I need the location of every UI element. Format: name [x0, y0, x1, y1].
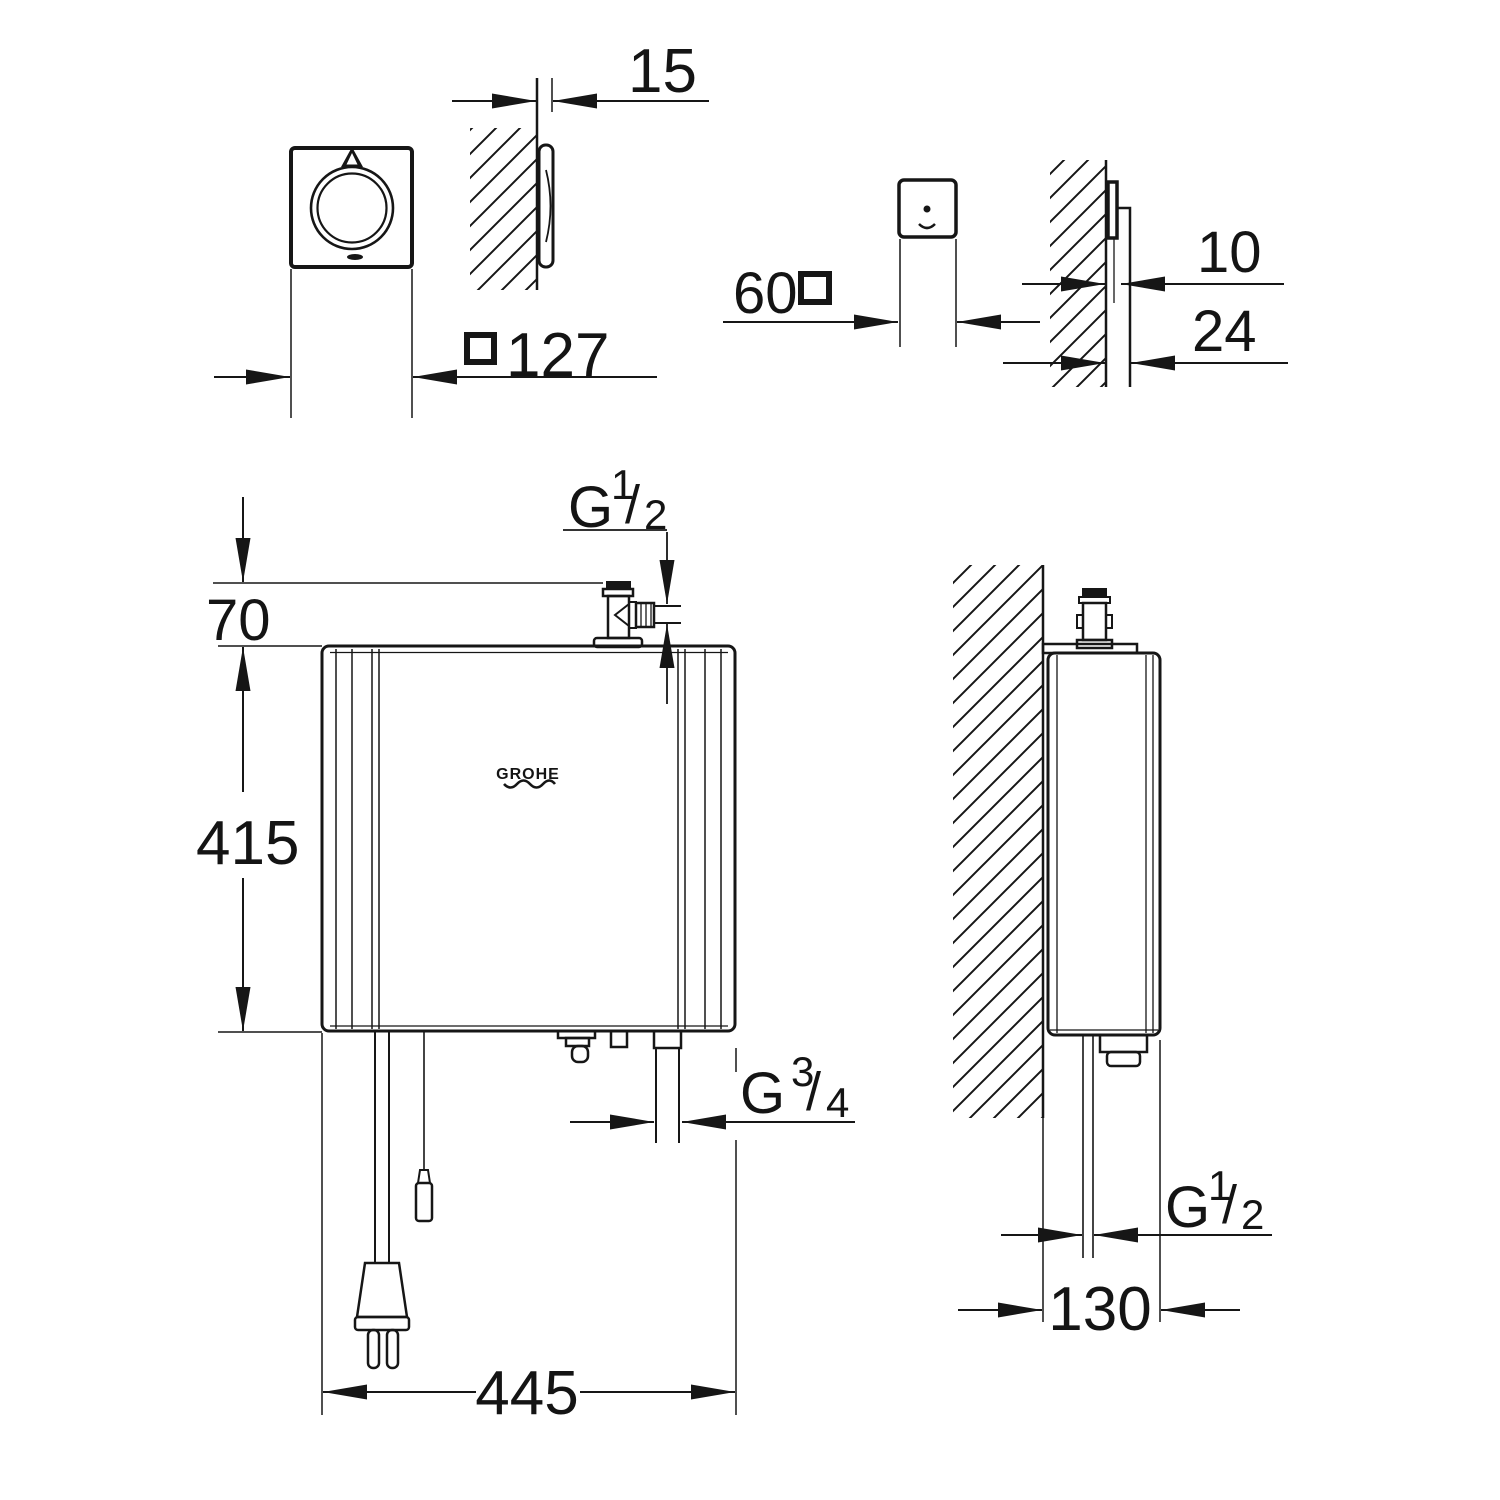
square-dimension-icon — [464, 332, 497, 365]
drain-valve-tip — [570, 1044, 590, 1064]
dim-label-60: 60 — [733, 261, 798, 326]
valve-base-flange — [1075, 638, 1114, 650]
control-plate-side-view: 15 — [452, 37, 709, 290]
plug-collar — [353, 1315, 411, 1332]
dim-label-10: 10 — [1197, 220, 1262, 285]
brand-logo: GROHE — [496, 766, 560, 789]
control-plate-front-view: 127 — [214, 146, 657, 418]
plate-bottom-mark — [347, 254, 363, 260]
heater-body-profile — [1046, 651, 1162, 1037]
thread-slash: / — [806, 1062, 821, 1122]
thread-denominator: 2 — [644, 491, 667, 538]
dim-415: 415 — [196, 647, 322, 1033]
heater-body-outline — [320, 644, 737, 1033]
plug-body — [355, 1261, 409, 1319]
dim-label-70: 70 — [206, 588, 271, 653]
thread-slash: / — [625, 475, 640, 535]
sensor-front-view: 60 — [723, 178, 1040, 347]
body-rib-lines — [335, 649, 722, 1029]
thread-label-g12-side: G 1 / 2 — [1001, 1162, 1272, 1243]
wall-hatching — [953, 565, 1043, 1118]
thread-label-g12-top: G 1 / 2 — [563, 461, 675, 704]
dial-inner-ring — [316, 172, 388, 244]
outlet-fitting — [652, 1029, 683, 1050]
dim-label-15: 15 — [628, 37, 697, 106]
mounting-plate-profile — [1106, 180, 1119, 240]
plate-profile — [537, 143, 555, 269]
dial-outer-ring — [309, 165, 395, 251]
sensor-arc-mark — [918, 223, 936, 230]
dim-label-445: 445 — [475, 1359, 578, 1428]
thread-numerator: 1 — [611, 461, 634, 508]
valve-cap — [1082, 588, 1107, 597]
top-valve-profile — [1075, 588, 1114, 650]
valve-cap — [606, 581, 631, 589]
sensor-cable — [414, 1031, 434, 1223]
sensor-dot — [923, 205, 931, 213]
sensor-body-profile — [1117, 206, 1132, 387]
thread-denominator: 4 — [826, 1079, 849, 1126]
thread-slash: / — [1222, 1175, 1237, 1235]
power-cord-and-plug — [353, 1031, 411, 1370]
plate-dome-curve — [545, 169, 552, 243]
top-inlet-valve — [592, 581, 681, 649]
thread-letter: G — [740, 1061, 785, 1126]
thread-label-g34-bottom: G 3 / 4 — [570, 1048, 855, 1130]
thread-numerator: 1 — [1208, 1162, 1231, 1209]
thread-denominator: 2 — [1241, 1191, 1264, 1238]
brand-logo-wave-icon — [503, 779, 557, 789]
outlet-nut — [634, 601, 656, 629]
wall-hatching — [470, 128, 536, 290]
warning-triangle-inner — [346, 153, 358, 165]
dim-label-130: 130 — [1048, 1275, 1151, 1344]
dim-70: 70 — [206, 497, 603, 653]
thread-letter: G — [1165, 1175, 1210, 1240]
square-dimension-icon — [798, 271, 832, 305]
connector-tip — [416, 1169, 432, 1184]
plug-prong — [385, 1328, 400, 1370]
thread-numerator: 3 — [791, 1048, 814, 1095]
plug-prong — [366, 1328, 381, 1370]
wall-hatching — [1050, 160, 1106, 387]
dim-130: 130 — [958, 1040, 1240, 1344]
heater-side-view: G 1 / 2 130 — [953, 565, 1272, 1344]
valve-base-flange — [592, 636, 644, 649]
connector-body — [414, 1181, 434, 1223]
mounting-peg — [609, 1029, 629, 1049]
bottom-fittings — [556, 1029, 683, 1143]
dim-445: 445 — [321, 1033, 737, 1428]
valve-cone-mark — [613, 603, 630, 627]
sensor-outline — [897, 178, 958, 239]
heater-front-view: GROHE G 1 / 2 — [196, 461, 855, 1428]
dim-label-127: 127 — [506, 321, 609, 390]
valve-body — [1081, 601, 1108, 642]
dim-label-415: 415 — [196, 809, 299, 878]
dim-label-24: 24 — [1192, 299, 1257, 364]
bottom-fitting-cap — [1105, 1050, 1142, 1068]
brand-logo-text: GROHE — [496, 766, 560, 783]
bottom-fitting-profile — [1098, 1033, 1149, 1054]
sensor-side-view: 10 24 — [1003, 160, 1288, 387]
